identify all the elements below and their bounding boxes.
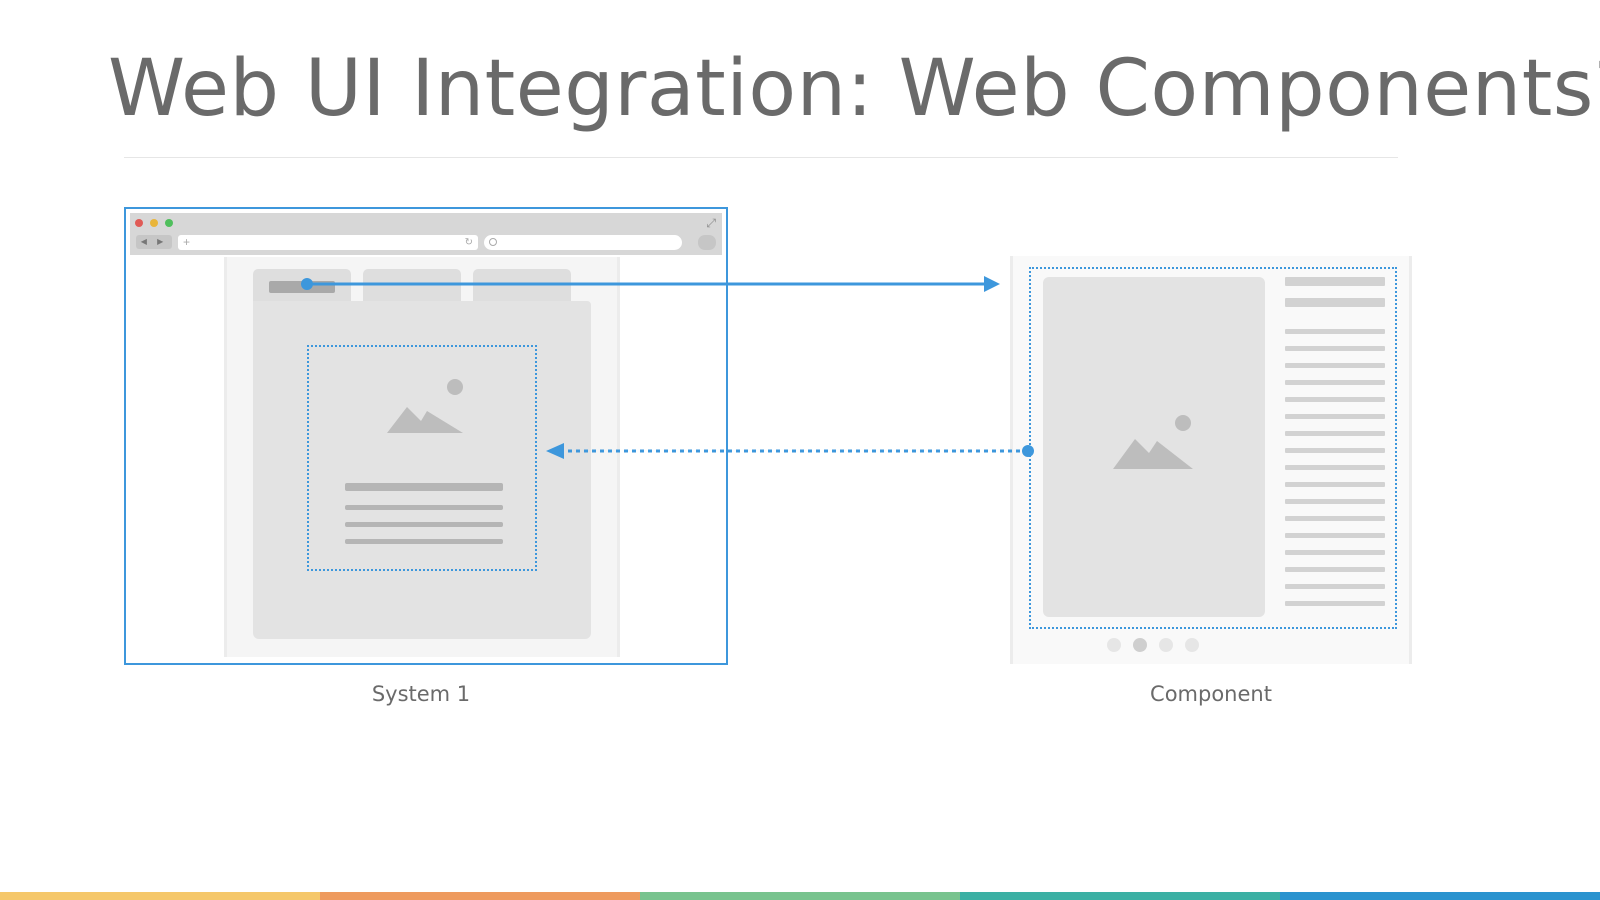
bottom-bar-segment	[0, 892, 320, 900]
slide-title: Web UI Integration: Web Components?	[108, 44, 1600, 134]
component-text-line	[1285, 499, 1385, 504]
nav-buttons: ◀ ▶	[136, 235, 172, 249]
bottom-bar-segment	[960, 892, 1280, 900]
component-text-line	[1285, 346, 1385, 351]
slot-text-line	[345, 522, 503, 527]
component-slot	[307, 345, 537, 571]
caption-component: Component	[1150, 682, 1272, 706]
search-bar	[484, 235, 682, 250]
browser-chrome: ⤢ ◀ ▶ + ↻	[130, 213, 722, 255]
component-mockup	[1010, 256, 1412, 664]
content-panel	[253, 301, 591, 639]
caption-system: System 1	[371, 682, 471, 706]
pager-dot	[1159, 638, 1173, 652]
title-divider	[124, 157, 1398, 158]
window-close-dot	[135, 219, 143, 227]
component-text-heading	[1285, 277, 1385, 286]
component-text-line	[1285, 414, 1385, 419]
browser-window-mockup: ⤢ ◀ ▶ + ↻	[124, 207, 728, 665]
page-tab-1	[253, 269, 351, 301]
component-text-line	[1285, 567, 1385, 572]
image-placeholder-icon	[387, 379, 463, 433]
component-boundary	[1029, 267, 1397, 629]
component-text-line	[1285, 465, 1385, 470]
bottom-bar-segment	[640, 892, 960, 900]
component-text-line	[1285, 516, 1385, 521]
slot-text-heading	[345, 483, 503, 491]
plus-icon: +	[183, 235, 191, 249]
component-text-line	[1285, 397, 1385, 402]
window-minimize-dot	[150, 219, 158, 227]
bottom-color-bar	[0, 892, 1600, 900]
window-maximize-dot	[165, 219, 173, 227]
pager-dot-active	[1133, 638, 1147, 652]
component-text-line	[1285, 380, 1385, 385]
expand-icon: ⤢	[706, 216, 716, 230]
slot-text-line	[345, 539, 503, 544]
component-text-line	[1285, 448, 1385, 453]
component-text-line	[1285, 601, 1385, 606]
image-placeholder-icon	[1113, 415, 1193, 469]
pager-dot	[1107, 638, 1121, 652]
url-bar: + ↻	[178, 235, 478, 250]
component-text-line	[1285, 363, 1385, 368]
page-tab-3	[473, 269, 571, 301]
component-text-line	[1285, 550, 1385, 555]
reload-icon: ↻	[464, 237, 473, 248]
menu-button	[698, 235, 716, 250]
bottom-bar-segment	[320, 892, 640, 900]
component-text-line	[1285, 584, 1385, 589]
component-text-line	[1285, 482, 1385, 487]
component-text-line	[1285, 431, 1385, 436]
component-image-panel	[1043, 277, 1265, 617]
tab-active-indicator	[269, 281, 335, 293]
pager-dot	[1185, 638, 1199, 652]
page-content-column	[224, 257, 620, 657]
page-tab-2	[363, 269, 461, 301]
slot-text-line	[345, 505, 503, 510]
component-text-heading	[1285, 298, 1385, 307]
search-icon	[489, 238, 497, 246]
component-text-line	[1285, 329, 1385, 334]
bottom-bar-segment	[1280, 892, 1600, 900]
component-text-line	[1285, 533, 1385, 538]
